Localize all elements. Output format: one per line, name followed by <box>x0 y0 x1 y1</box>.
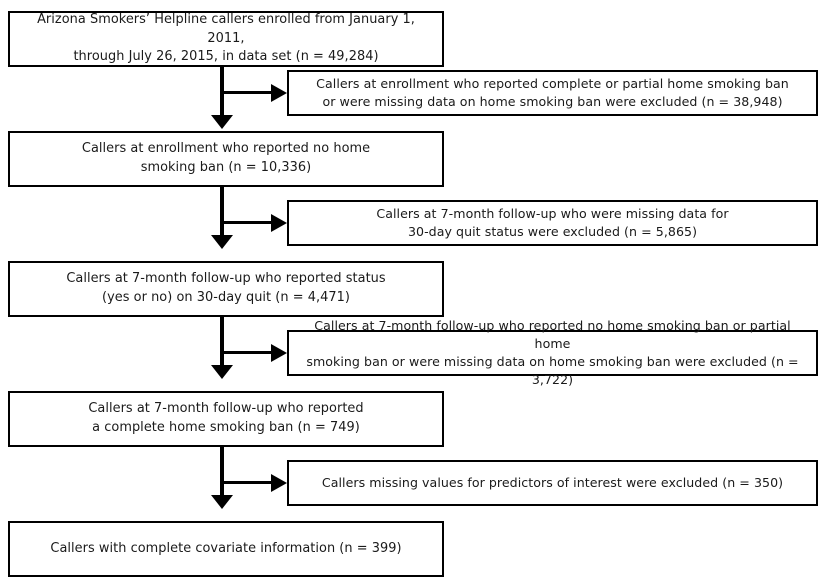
flow-node-complete-covariate-label: Callers with complete covariate informat… <box>50 540 402 556</box>
flow-node-reported-quit-status-label: Callers at 7-month follow-up who reporte… <box>66 271 386 305</box>
flow-node-enrolled-label: Arizona Smokers’ Helpline callers enroll… <box>37 11 415 65</box>
flow-node-no-home-ban: Callers at enrollment who reported no ho… <box>8 131 444 187</box>
flow-node-excluded-missing-predictors-label: Callers missing values for predictors of… <box>321 474 784 490</box>
arrow-right-icon-4 <box>271 473 287 492</box>
flow-node-complete-covariate: Callers with complete covariate informat… <box>8 521 444 577</box>
flow-node-enrolled: Arizona Smokers’ Helpline callers enroll… <box>8 11 444 67</box>
connector-trunk-3 <box>220 317 224 369</box>
connector-branch-3 <box>222 351 282 354</box>
arrow-right-icon-1 <box>271 83 287 102</box>
flow-node-excluded-followup-ban-label: Callers at 7-month follow-up who reporte… <box>306 317 799 388</box>
arrow-right-icon-2 <box>271 213 287 232</box>
flow-node-no-home-ban-label: Callers at enrollment who reported no ho… <box>81 141 371 175</box>
flow-node-excluded-enrollment-ban-label: Callers at enrollment who reported compl… <box>316 75 789 109</box>
flow-node-excluded-followup-ban: Callers at 7-month follow-up who reporte… <box>287 318 818 387</box>
flow-node-excluded-missing-quit-label: Callers at 7-month follow-up who were mi… <box>376 205 729 239</box>
arrow-right-icon-3 <box>271 343 287 362</box>
flow-node-excluded-missing-predictors: Callers missing values for predictors of… <box>287 460 818 506</box>
flow-node-complete-home-ban: Callers at 7-month follow-up who reporte… <box>8 391 444 447</box>
arrow-down-icon-2 <box>211 235 233 249</box>
flow-node-excluded-missing-quit: Callers at 7-month follow-up who were mi… <box>287 200 818 246</box>
arrow-down-icon-3 <box>211 365 233 379</box>
connector-trunk-4 <box>220 447 224 499</box>
connector-branch-4 <box>222 481 282 484</box>
arrow-down-icon-4 <box>211 495 233 509</box>
arrow-down-icon-1 <box>211 115 233 129</box>
connector-branch-1 <box>222 91 282 94</box>
connector-trunk-2 <box>220 187 224 239</box>
flow-node-reported-quit-status: Callers at 7-month follow-up who reporte… <box>8 261 444 317</box>
connector-branch-2 <box>222 221 282 224</box>
flow-node-complete-home-ban-label: Callers at 7-month follow-up who reporte… <box>88 401 364 435</box>
flow-node-excluded-enrollment-ban: Callers at enrollment who reported compl… <box>287 70 818 116</box>
